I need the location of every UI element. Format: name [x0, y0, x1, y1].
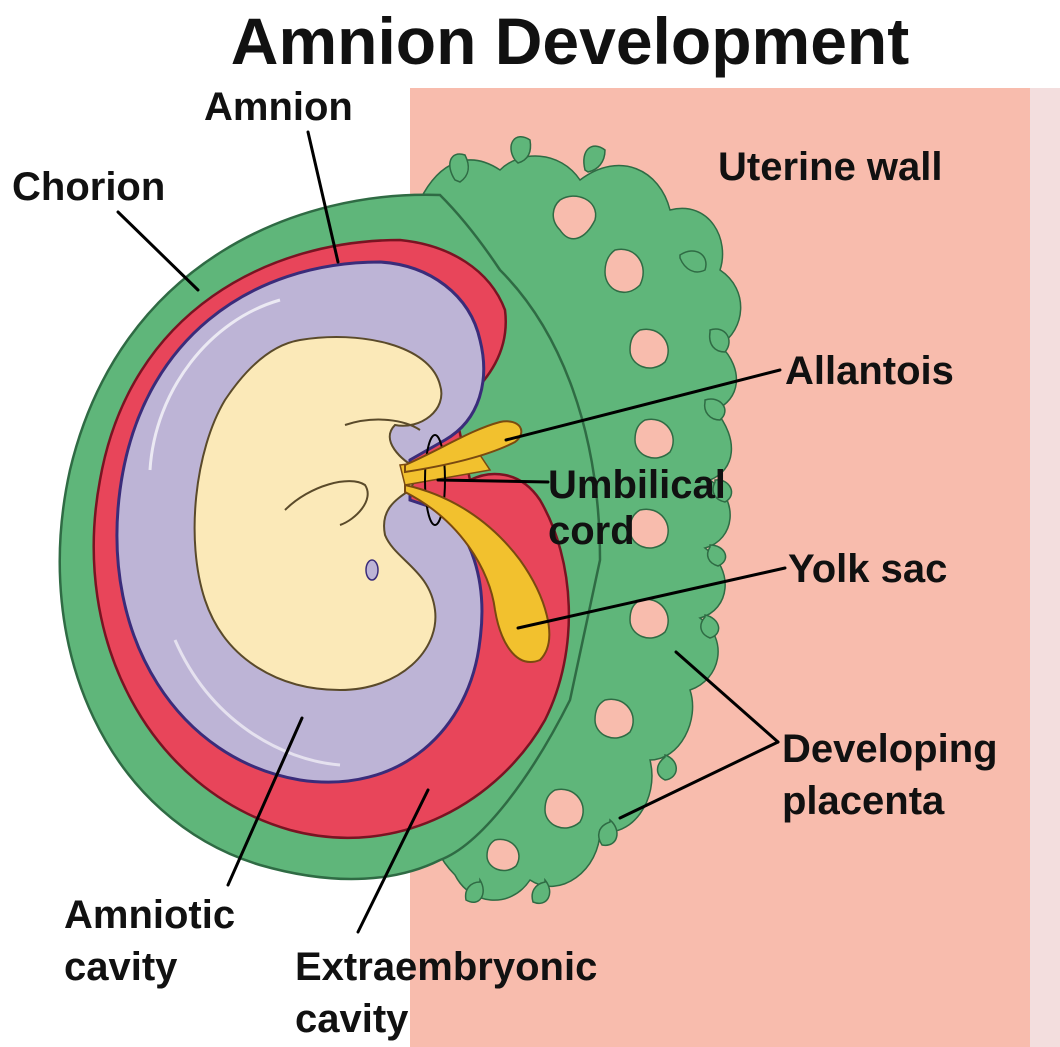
label-yolk-sac: Yolk sac [788, 547, 947, 591]
label-extraembryonic-cavity-line1: Extraembryonic [295, 945, 597, 989]
label-umbilical-cord-line1: Umbilical [548, 463, 726, 507]
label-umbilical-cord-line2: cord [548, 509, 635, 553]
label-amnion: Amnion [204, 85, 353, 129]
label-developing-placenta-line2: placenta [782, 779, 945, 823]
uterine-wall-edge [1030, 88, 1060, 1047]
label-amniotic-cavity-line1: Amniotic [64, 893, 235, 937]
label-uterine-wall: Uterine wall [718, 145, 943, 189]
label-extraembryonic-cavity-line2: cavity [295, 997, 409, 1041]
embryo-eye [366, 560, 378, 580]
label-chorion: Chorion [12, 165, 165, 209]
label-allantois: Allantois [785, 349, 954, 393]
label-amniotic-cavity-line2: cavity [64, 945, 178, 989]
leader-chorion [118, 212, 198, 290]
title: Amnion Development [231, 4, 909, 78]
leader-umbilical-cord [438, 480, 548, 482]
label-developing-placenta-line1: Developing [782, 727, 998, 771]
